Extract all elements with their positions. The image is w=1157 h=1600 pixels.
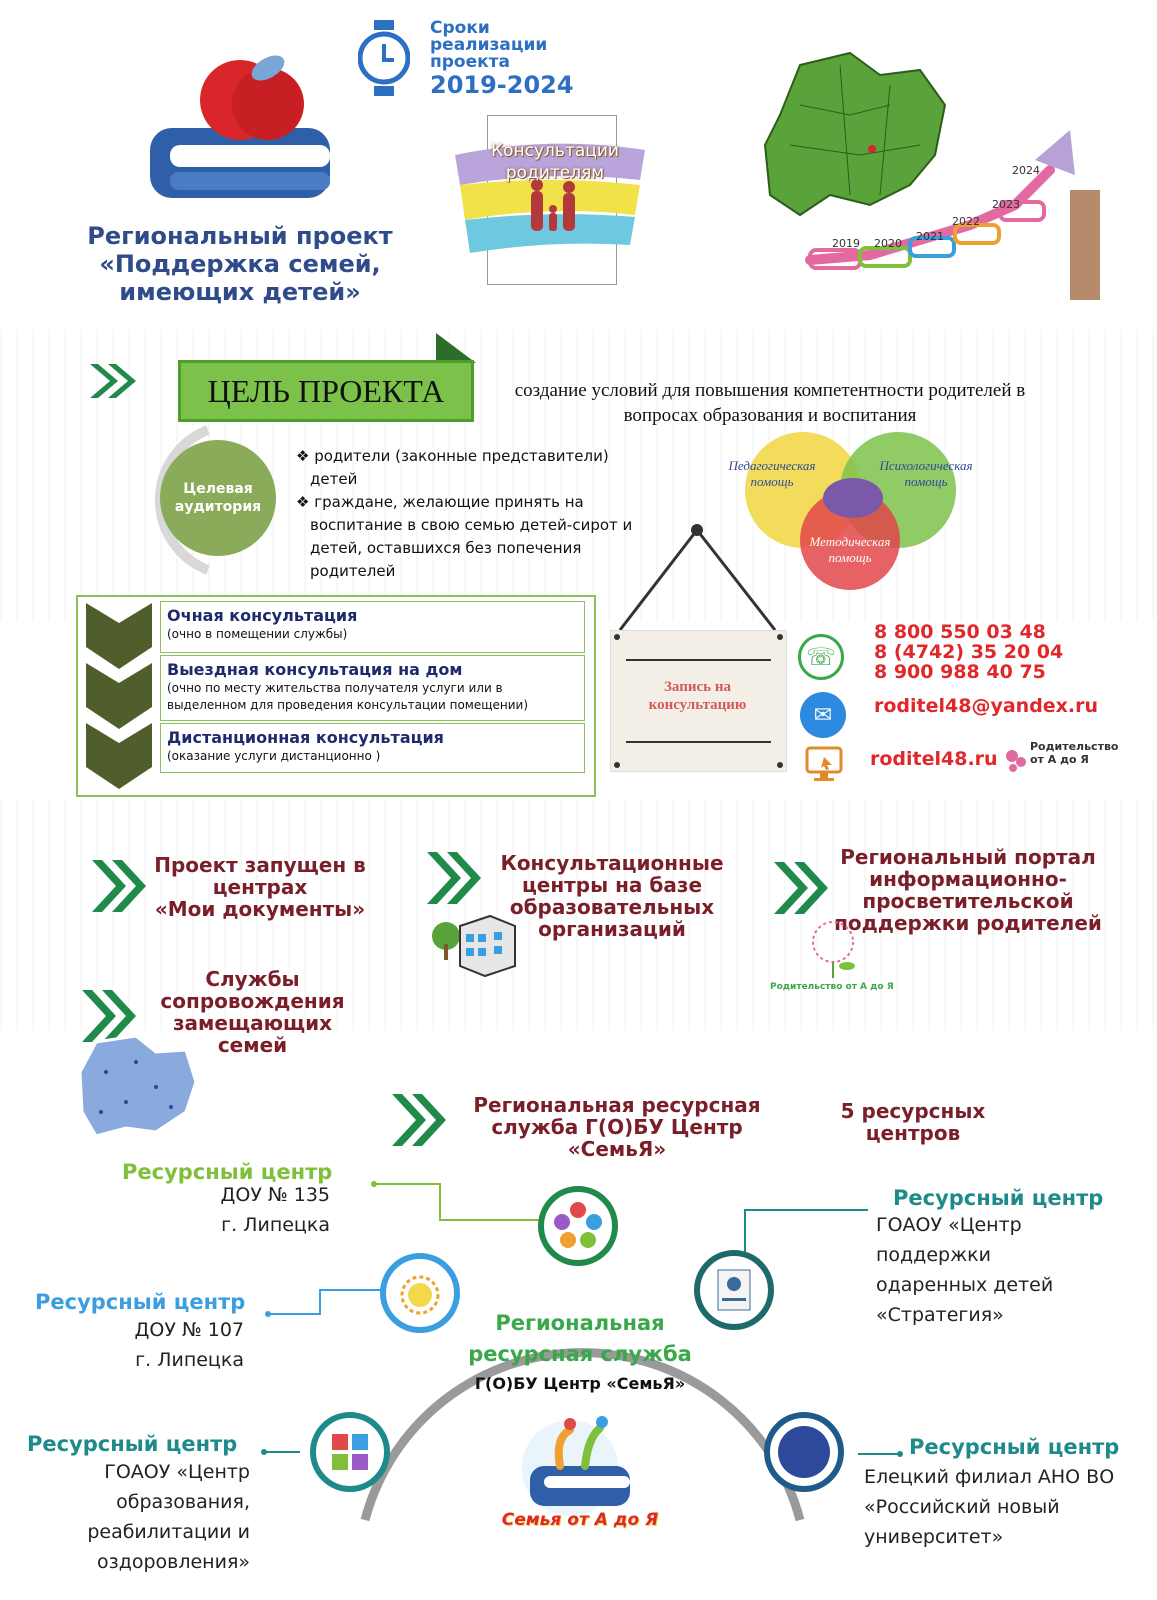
consult-in-person: Очная консультация (очно в помещении слу…	[160, 601, 585, 653]
mail-icon: ✉	[800, 692, 846, 738]
booking-sign-text: Запись на консультацию	[648, 679, 747, 713]
chevron-down-icon	[86, 663, 152, 729]
phone-icon: ☏	[798, 634, 844, 680]
background-pattern	[0, 800, 1157, 1030]
regional-service-center-title: Региональная ресурсная служба	[468, 1311, 692, 1366]
flag-corner	[436, 333, 476, 363]
chevron-down-icon	[86, 603, 152, 669]
rc3-label: Ресурсный центр	[27, 1432, 238, 1456]
goal-label: ЦЕЛЬ ПРОЕКТА	[178, 360, 474, 422]
phone-number[interactable]: 8 800 550 03 48	[874, 621, 1046, 643]
rc4-body: ГОАОУ «Центр поддержки одаренных детей «…	[876, 1214, 1054, 1326]
rc2-body: ДОУ № 107 г. Липецка	[134, 1319, 244, 1371]
rehab-center-node	[310, 1412, 390, 1492]
rc1-label: Ресурсный центр	[122, 1160, 333, 1184]
sun-logo	[400, 1275, 440, 1315]
university-node	[764, 1412, 844, 1492]
rc4-label: Ресурсный центр	[893, 1186, 1104, 1210]
apple-book-icon	[150, 55, 330, 198]
poster-title: Консультации родителям	[491, 141, 619, 183]
website-link[interactable]: roditel48.ru	[870, 748, 998, 770]
year-2021: 2021	[916, 230, 944, 243]
portal-flower-logo	[812, 921, 855, 978]
region-map	[763, 51, 947, 217]
regional-portal: Региональный портал информационно- просв…	[834, 845, 1102, 935]
deadline-years: 2019-2024	[430, 71, 574, 99]
consultation-types-panel: Очная консультация (очно в помещении слу…	[76, 595, 596, 797]
chevron-right-icon	[82, 990, 136, 1042]
star-people-logo	[554, 1202, 602, 1248]
puzzle-logo	[332, 1434, 368, 1470]
audience-arc	[154, 425, 210, 575]
year-2019: 2019	[832, 237, 860, 250]
portal-logo-text: Родительство от А до Я	[770, 982, 894, 992]
year-2020: 2020	[874, 237, 902, 250]
computer-icon	[805, 746, 843, 781]
venn-psychological: Психологическая помощь	[879, 458, 973, 489]
phone-list: 8 800 550 03 48 8 (4742) 35 20 04 8 900 …	[874, 622, 1063, 682]
regional-service-center-sub: Г(О)БУ Центр «СемьЯ»	[474, 1374, 686, 1393]
consult-remote: Дистанционная консультация (оказание усл…	[160, 723, 585, 773]
audience-item: ❖ родители (законные представители) дете…	[296, 447, 609, 488]
rc3-body: ГОАОУ «Центр образования, реабилитации и…	[87, 1461, 250, 1573]
deadline-label: Сроки реализации проекта 2019-2024	[430, 18, 574, 100]
chevron-right-icon	[92, 860, 146, 912]
dou107-node	[380, 1253, 460, 1333]
chevron-down-icon	[86, 723, 152, 789]
rc1-body: ДОУ № 135 г. Липецка	[220, 1184, 330, 1236]
project-title: Региональный проект «Поддержка семей, им…	[87, 222, 393, 306]
building-icon	[432, 914, 516, 978]
audience-item: ❖ граждане, желающие принять на воспитан…	[296, 493, 633, 580]
consult-poster-art	[455, 143, 645, 253]
booking-sign	[610, 630, 787, 772]
venn-pedagogical: Педагогическая помощь	[728, 458, 816, 489]
chevron-right-icon	[427, 852, 481, 904]
sign-hanger	[618, 524, 777, 631]
year-2022: 2022	[952, 215, 980, 228]
university-logo	[778, 1426, 830, 1478]
center-family-node	[538, 1186, 618, 1266]
district-map	[78, 1034, 198, 1138]
site-logo-text: Родительство от А до Я	[1030, 740, 1119, 766]
chevron-right-icon	[90, 364, 136, 398]
launched-in-centers: Проект запущен в центрах «Мои документы»	[154, 853, 366, 921]
chevron-right-icon	[392, 1094, 446, 1146]
resource-center-count: 5 ресурсных центров	[840, 1099, 986, 1145]
email-link[interactable]: roditel48@yandex.ru	[874, 695, 1099, 717]
phone-number[interactable]: 8 900 988 40 75	[874, 661, 1046, 683]
clock-icon	[358, 20, 410, 96]
venn-methodical: Методическая помощь	[809, 534, 891, 565]
audience-list: ❖ родители (законные представители) дете…	[296, 445, 646, 583]
heart-logo-icon	[1006, 750, 1026, 772]
year-2024: 2024	[1012, 164, 1040, 177]
regional-service-heading: Региональная ресурсная служба Г(О)БУ Цен…	[473, 1093, 761, 1161]
growth-arrow-art	[805, 130, 1100, 300]
venn-diagram	[745, 432, 956, 590]
consult-home-visit: Выездная консультация на дом (очно по ме…	[160, 655, 585, 721]
family-book-logo	[522, 1416, 630, 1516]
phone-number[interactable]: 8 (4742) 35 20 04	[874, 641, 1064, 663]
foster-support-services: Службы сопровождения замещающих семей	[160, 967, 345, 1057]
year-2023: 2023	[992, 198, 1020, 211]
chevron-right-icon	[774, 862, 828, 914]
connector-lines	[261, 1181, 903, 1522]
strategy-node	[694, 1250, 774, 1330]
consulting-centers: Консультационные центры на базе образова…	[500, 851, 724, 941]
rc5-label: Ресурсный центр	[909, 1435, 1120, 1459]
rc5-body: Елецкий филиал АНО ВО «Российский новый …	[864, 1466, 1115, 1548]
rc2-label: Ресурсный центр	[35, 1290, 246, 1314]
family-logo-text: Семья от А до Я	[501, 1510, 659, 1530]
goal-text: создание условий для повышения компетент…	[514, 380, 1026, 426]
strategy-logo	[717, 1269, 751, 1311]
